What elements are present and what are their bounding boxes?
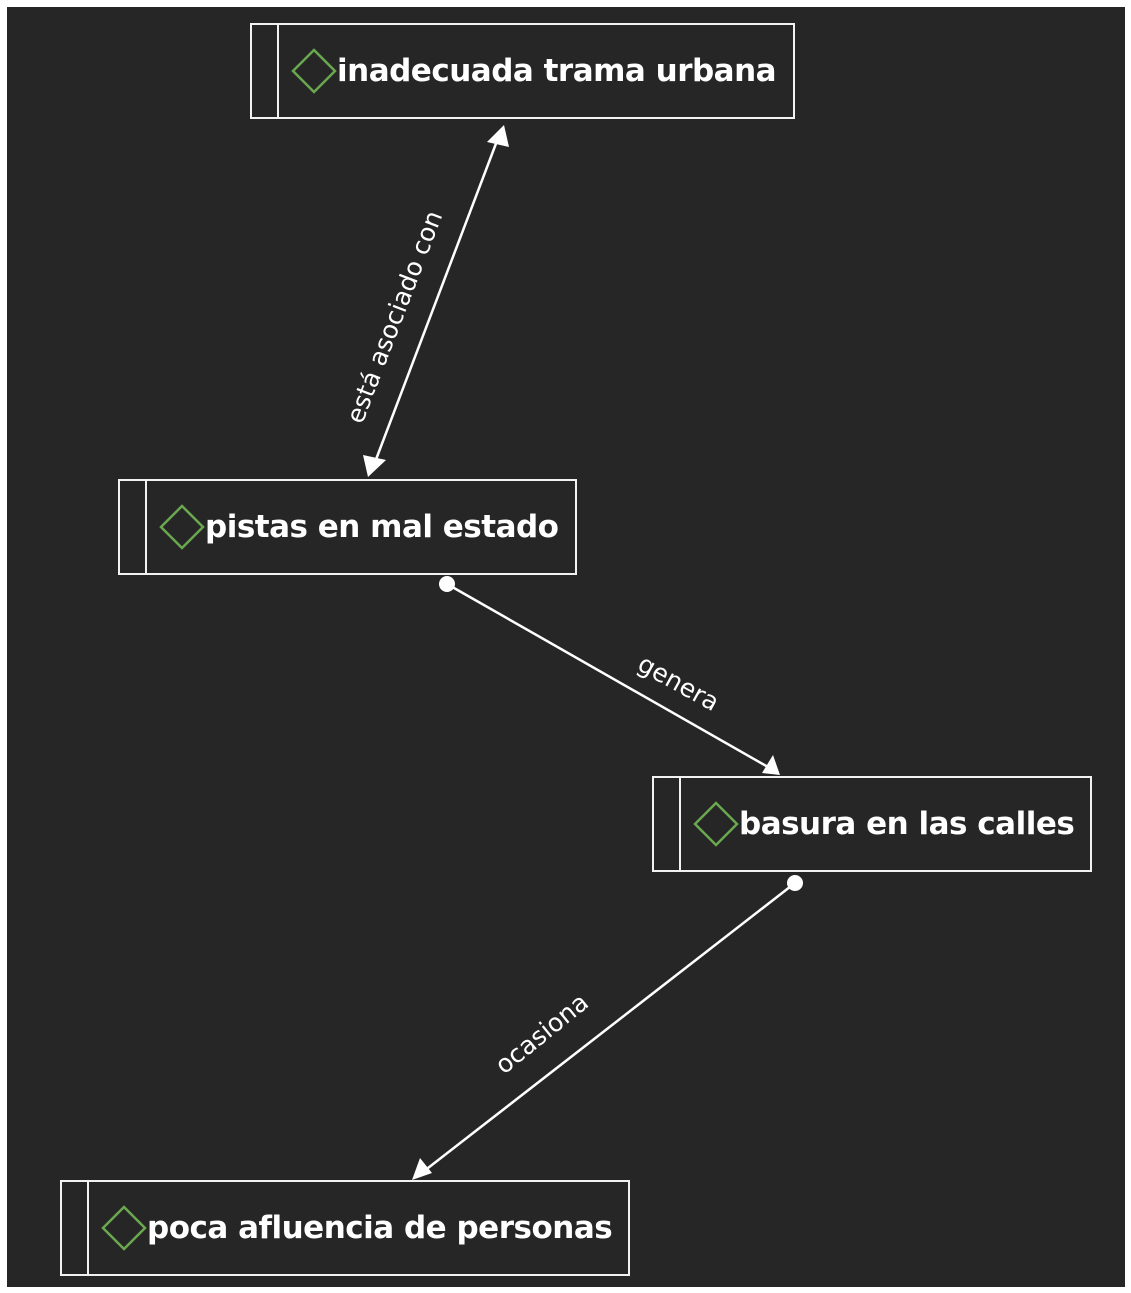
arrowhead-down-icon	[363, 455, 386, 477]
edge-esta-asociado-con[interactable]: está asociado con	[341, 125, 509, 477]
node-label: poca afluencia de personas	[147, 1210, 613, 1246]
node-label: inadecuada trama urbana	[337, 53, 777, 89]
diamond-icon	[693, 801, 739, 847]
diamond-icon	[101, 1205, 147, 1251]
diamond-icon	[291, 48, 337, 94]
edge-label-ocasiona: ocasiona	[490, 987, 594, 1079]
node-pistas-en-mal-estado[interactable]: pistas en mal estado	[118, 479, 577, 575]
node-side-bar	[654, 778, 681, 870]
node-basura-en-las-calles[interactable]: basura en las calles	[652, 776, 1092, 872]
edge-label-esta-asociado-con: está asociado con	[341, 207, 449, 428]
edge-genera[interactable]: genera	[439, 576, 780, 775]
node-inadecuada-trama-urbana[interactable]: inadecuada trama urbana	[250, 23, 795, 119]
node-label: basura en las calles	[739, 806, 1075, 842]
node-label: pistas en mal estado	[205, 509, 559, 545]
node-poca-afluencia-de-personas[interactable]: poca afluencia de personas	[60, 1180, 630, 1276]
diamond-icon	[159, 504, 205, 550]
edge-ocasiona[interactable]: ocasiona	[412, 875, 803, 1180]
node-side-bar	[252, 25, 279, 117]
node-side-bar	[62, 1182, 89, 1274]
node-side-bar	[120, 481, 147, 573]
arrowhead-up-icon	[487, 125, 509, 147]
edge-layer: está asociado con genera ocasiona	[341, 125, 803, 1180]
edge-label-genera: genera	[633, 649, 724, 717]
arrowhead-icon	[762, 755, 780, 775]
diagram-canvas: está asociado con genera ocasiona inadec…	[7, 7, 1125, 1287]
arrowhead-icon	[412, 1158, 432, 1180]
